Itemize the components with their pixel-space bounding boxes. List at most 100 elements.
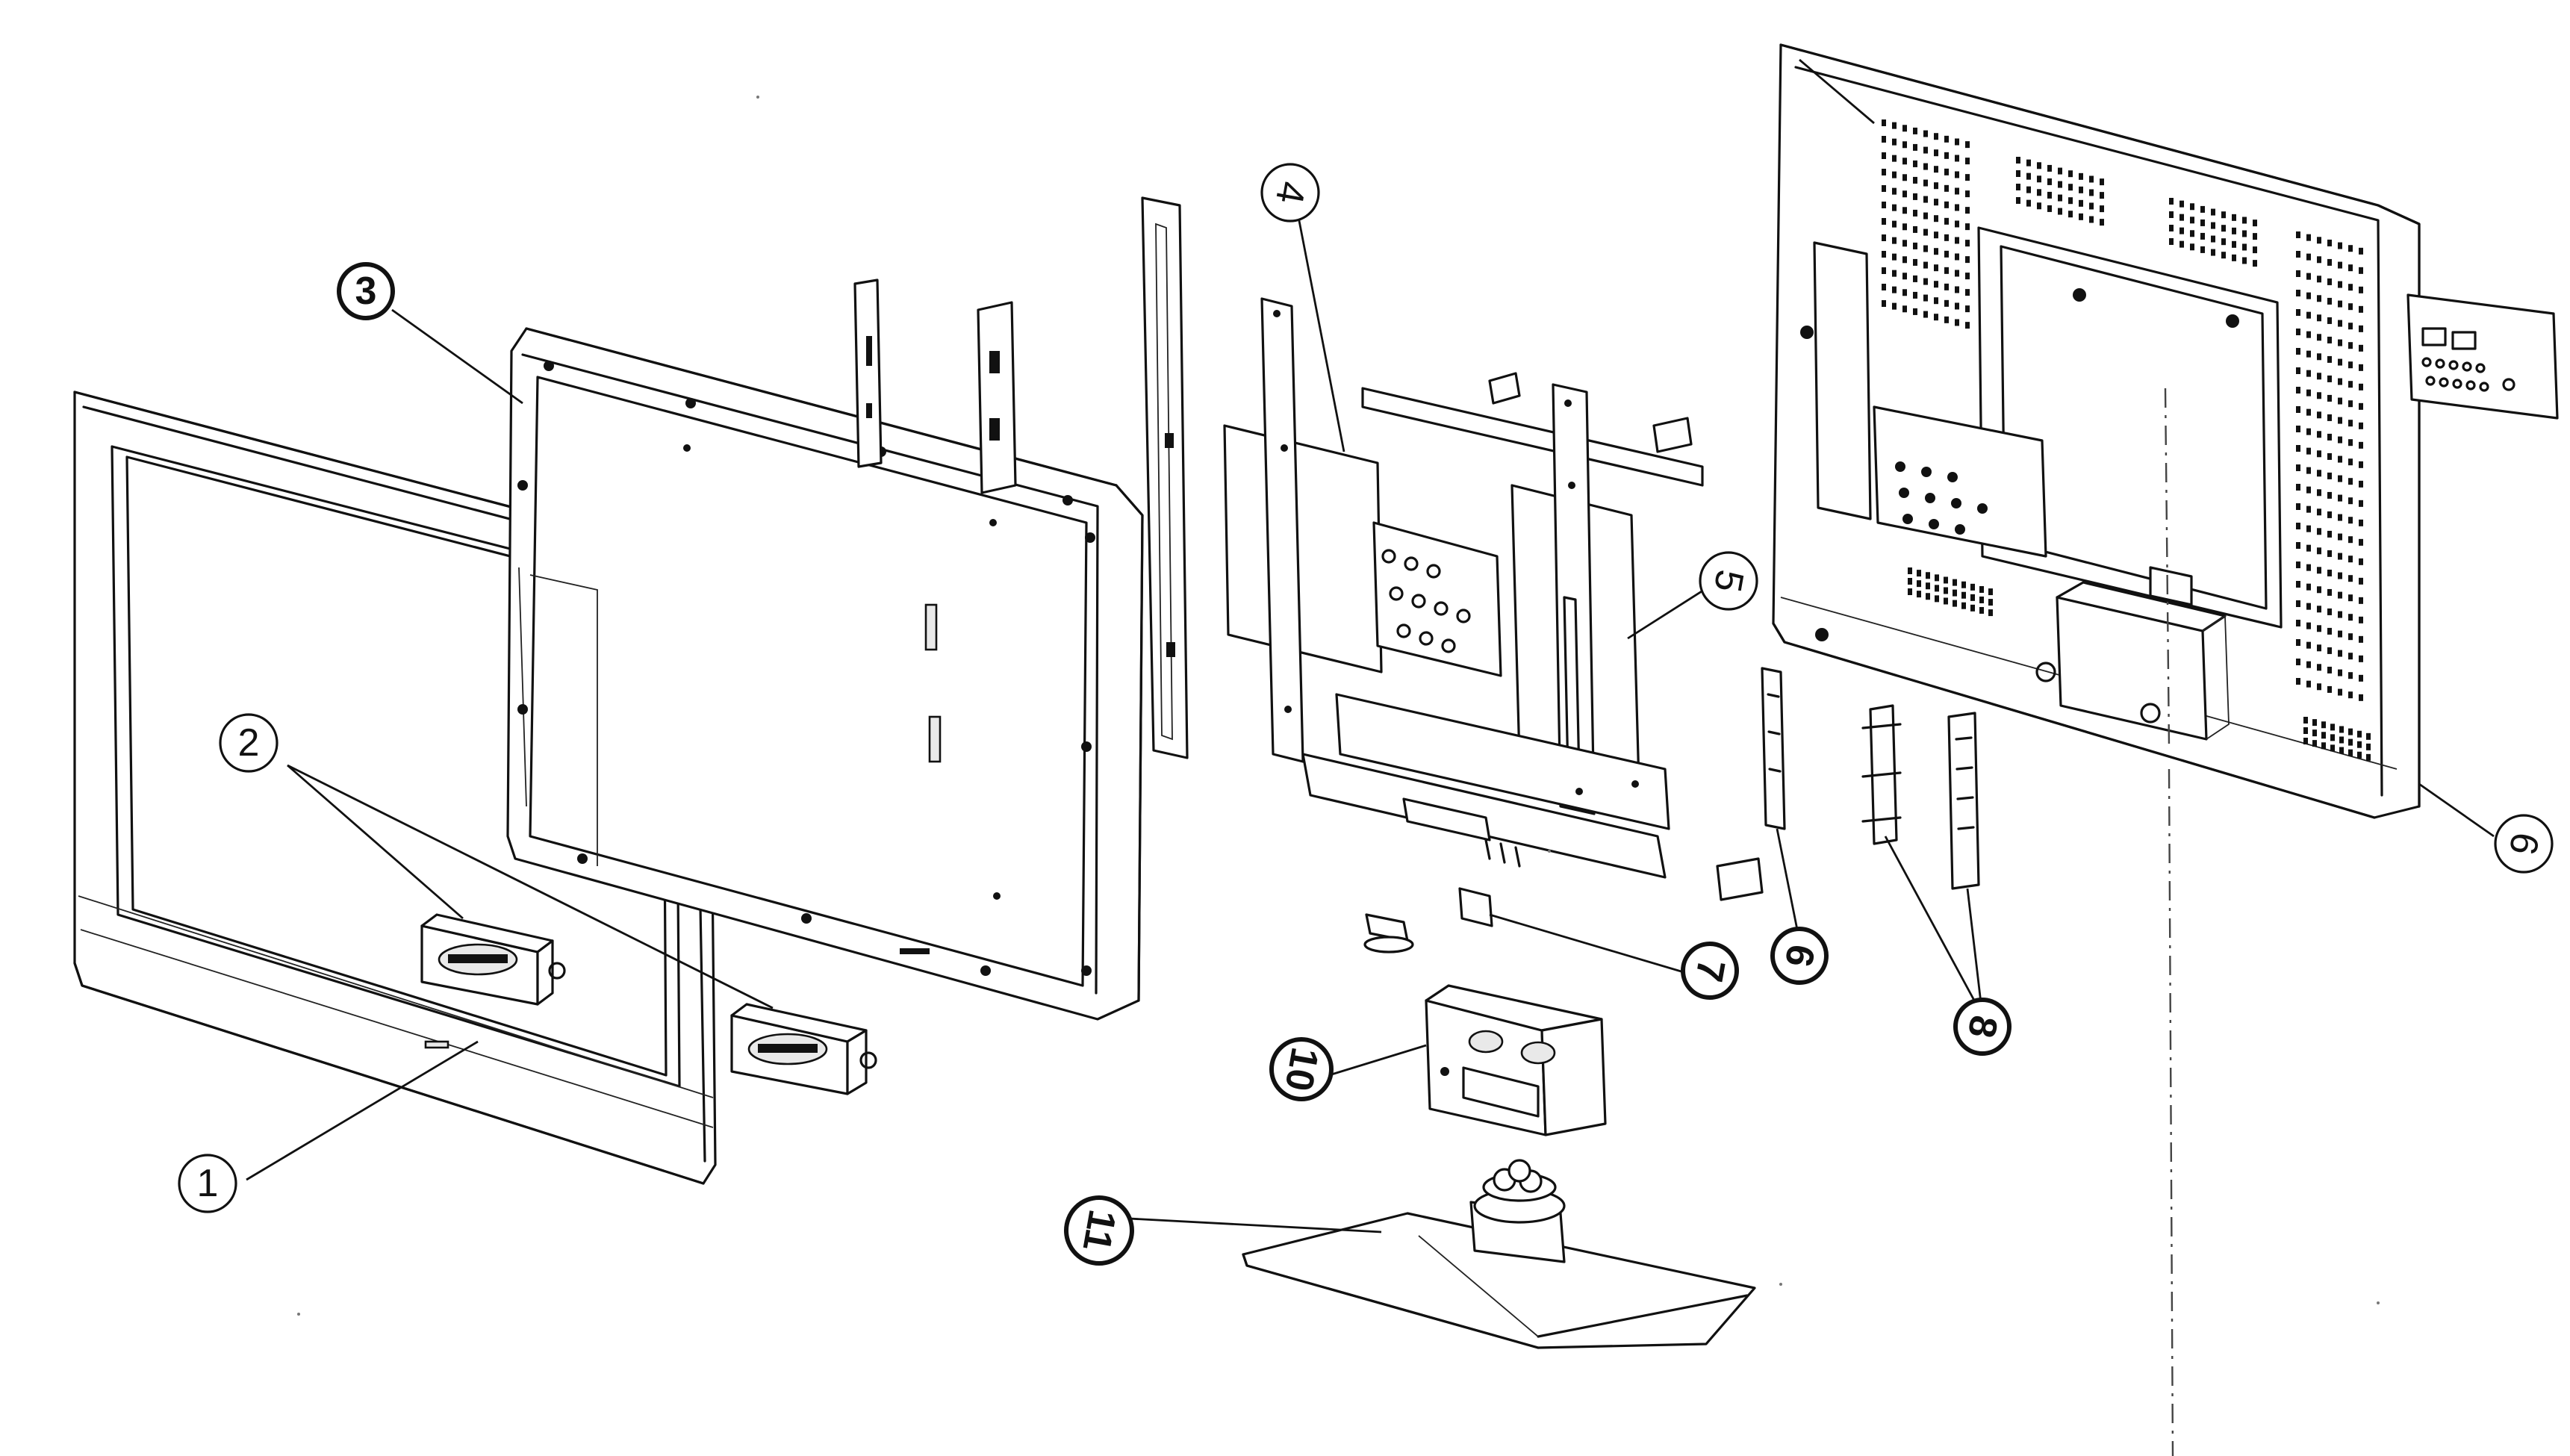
vent-slot	[2306, 564, 2311, 571]
vent-slot	[2327, 472, 2332, 479]
vent-slot	[2306, 273, 2311, 280]
vent-slot	[2359, 577, 2363, 585]
vent-slot	[1923, 146, 1928, 154]
callout-1-label: 1	[197, 1162, 219, 1205]
vent-slot	[2089, 175, 2094, 183]
vent-slot	[2296, 678, 2300, 685]
vent-slot	[2296, 600, 2300, 607]
vent-slot	[2306, 350, 2311, 358]
vent-slot	[1970, 583, 1975, 591]
vent-slot	[2016, 197, 2020, 204]
vent-slot	[1955, 270, 1959, 277]
callout-4: 4	[1260, 163, 1320, 223]
vent-slot	[2317, 276, 2321, 283]
vent-slot	[2317, 411, 2321, 419]
vent-slot	[2338, 688, 2342, 696]
vent-slot	[2359, 616, 2363, 623]
vent-slot	[2296, 445, 2300, 452]
vent-slot	[1892, 237, 1897, 244]
vent-slot	[1965, 240, 1970, 247]
vent-slot	[2348, 614, 2353, 621]
vent-slot	[2068, 211, 2073, 218]
vent-slot	[2296, 542, 2300, 549]
vent-slot	[2306, 428, 2311, 435]
vent-slot	[1882, 119, 1886, 126]
vent-slot	[2359, 519, 2363, 526]
vent-slot	[2359, 597, 2363, 604]
side-rail-bracket	[1141, 196, 1189, 759]
vent-slot	[2047, 191, 2052, 199]
vent-slot	[2348, 633, 2353, 641]
vent-slot	[2339, 747, 2344, 754]
vent-slot	[2026, 159, 2031, 167]
vent-slot	[1988, 588, 1993, 596]
speaker-right	[730, 1003, 877, 1095]
vent-slot	[2348, 400, 2353, 408]
vent-slot	[1882, 251, 1886, 258]
vent-slot	[2338, 436, 2342, 444]
vent-slot	[1944, 168, 1949, 175]
lcd-panel-frame	[506, 327, 1144, 1021]
vent-slot	[2100, 205, 2104, 213]
vent-slot	[2169, 225, 2174, 231]
speaker-left	[420, 913, 566, 1006]
vent-slot	[2348, 691, 2353, 699]
vent-slot	[2348, 342, 2353, 349]
vent-slot	[2327, 666, 2332, 673]
vent-slot	[1988, 609, 1993, 617]
vent-slot	[2296, 290, 2300, 296]
vent-slot	[2200, 246, 2205, 253]
vent-slot	[2338, 630, 2342, 638]
vent-slot	[2211, 249, 2215, 256]
vent-slot	[1892, 286, 1897, 293]
vent-slot	[2348, 517, 2353, 524]
vent-slot	[2366, 732, 2371, 740]
vent-slot	[2359, 655, 2363, 662]
vent-slot	[2317, 586, 2321, 594]
vent-slot	[2221, 211, 2226, 219]
vent-slot	[2190, 243, 2194, 251]
vent-slot	[2348, 728, 2353, 735]
vent-slot	[2296, 387, 2300, 393]
vent-slot	[1917, 580, 1921, 588]
vent-slot	[1944, 283, 1949, 290]
vent-slot	[1934, 215, 1938, 223]
vent-slot	[1970, 594, 1975, 601]
vent-slot	[2016, 170, 2020, 177]
vent-slot	[2338, 242, 2342, 249]
vent-slot	[2348, 478, 2353, 485]
vent-slot	[1955, 319, 1959, 326]
vent-slot	[2338, 591, 2342, 599]
vent-slot	[2312, 729, 2317, 737]
vent-slot	[1944, 234, 1949, 241]
vent-slot	[1917, 570, 1921, 577]
vent-slot	[2348, 381, 2353, 388]
vent-slot	[2253, 220, 2257, 227]
callout-6-front: 6	[1770, 927, 1829, 985]
vent-slot	[2047, 205, 2052, 212]
vent-slot	[1892, 253, 1897, 261]
vent-slot	[1923, 278, 1928, 285]
vent-slot	[2306, 370, 2311, 377]
vent-slot	[2306, 505, 2311, 513]
vent-slot	[1923, 228, 1928, 236]
vent-slot	[2359, 558, 2363, 565]
vent-slot	[2338, 572, 2342, 579]
vent-slot	[2359, 402, 2363, 410]
vent-slot	[2306, 486, 2311, 494]
vent-slot	[1892, 270, 1897, 277]
vent-slot	[1979, 606, 1984, 614]
vent-slot	[1965, 289, 1970, 296]
vent-slot	[2348, 264, 2353, 272]
vent-slot	[2357, 730, 2362, 738]
vent-slot	[2058, 208, 2062, 215]
vent-slot	[2348, 303, 2353, 311]
vent-slot	[2306, 331, 2311, 338]
vent-slot	[2306, 544, 2311, 552]
vent-slot	[2200, 205, 2205, 213]
vent-slot	[2348, 738, 2353, 746]
vent-slot	[1965, 141, 1970, 149]
vent-slot	[2068, 197, 2073, 205]
vent-slot	[2306, 389, 2311, 396]
callout-3: 3	[337, 262, 395, 320]
